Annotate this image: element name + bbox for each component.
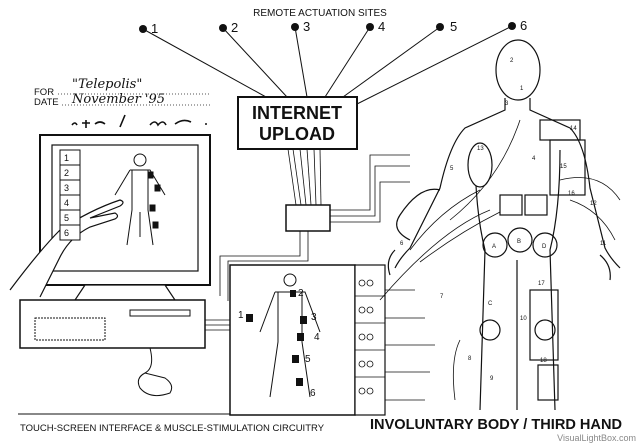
site-label-4: 4 xyxy=(378,19,385,34)
body-label-1: 1 xyxy=(520,86,524,92)
body-label-18: 18 xyxy=(540,358,547,364)
body-label-4: 4 xyxy=(532,156,536,162)
site-label-5: 5 xyxy=(450,19,457,34)
screen-body-figure xyxy=(114,153,166,246)
screen-item-1[interactable]: 1 xyxy=(64,153,69,163)
modem-box xyxy=(285,204,331,232)
panel-number-1: 1 xyxy=(238,310,244,321)
body-labels: 1 2 3 4 5 6 7 8 9 10 11 12 13 14 15 16 1… xyxy=(400,58,607,382)
body-label-b: B xyxy=(517,239,521,245)
upload-line-2: UPLOAD xyxy=(259,124,335,144)
screen-item-3[interactable]: 3 xyxy=(64,183,69,193)
site-dot-5 xyxy=(436,23,444,31)
keyboard-grid xyxy=(34,317,106,341)
screen-item-2[interactable]: 2 xyxy=(64,168,69,178)
watermark: VisualLightBox.com xyxy=(557,433,636,443)
site-markers: 1 2 3 4 5 6 xyxy=(139,18,527,36)
body-label-c: C xyxy=(488,301,493,307)
date-label: DATE xyxy=(34,97,59,108)
body-label-13: 13 xyxy=(477,146,484,152)
body-label-5: 5 xyxy=(450,166,454,172)
panel-number-6: 6 xyxy=(310,388,316,399)
caption-right: INVOLUNTARY BODY / THIRD HAND xyxy=(370,416,622,433)
touch-screen-monitor: 1 2 3 4 5 6 xyxy=(9,134,232,397)
body-label-d: D xyxy=(542,244,547,250)
screen-item-4[interactable]: 4 xyxy=(64,198,69,208)
upload-line-1: INTERNET xyxy=(252,103,342,123)
site-connection-lines xyxy=(142,25,513,105)
panel-number-3: 3 xyxy=(311,312,317,323)
remote-sites-label: REMOTE ACTUATION SITES xyxy=(253,8,387,19)
signature xyxy=(71,114,207,128)
panel-number-5: 5 xyxy=(305,354,311,365)
internet-upload-box: INTERNET UPLOAD xyxy=(237,96,358,150)
screen-item-5[interactable]: 5 xyxy=(64,213,69,223)
body-label-12: 12 xyxy=(590,201,597,207)
for-label: FOR xyxy=(34,87,54,98)
body-label-11: 11 xyxy=(600,241,607,247)
date-value: November '95 xyxy=(71,92,165,107)
upload-wires xyxy=(287,148,322,206)
body-label-9: 9 xyxy=(490,376,494,382)
body-label-10: 10 xyxy=(520,316,527,322)
screen-item-6[interactable]: 6 xyxy=(64,228,69,238)
panel-number-4: 4 xyxy=(314,332,320,343)
circuit-outputs xyxy=(355,279,435,401)
pointing-hand xyxy=(9,199,124,298)
site-label-3: 3 xyxy=(303,19,310,34)
involuntary-body-figure xyxy=(379,39,621,411)
body-label-6: 6 xyxy=(400,241,404,247)
body-label-8: 8 xyxy=(468,356,472,362)
mouse-icon xyxy=(137,347,173,397)
body-label-17: 17 xyxy=(538,281,545,287)
for-value: "Telepolis" xyxy=(72,77,142,92)
panel-number-2: 2 xyxy=(298,288,304,299)
body-label-3: 3 xyxy=(505,101,509,107)
site-dot-6 xyxy=(508,22,516,30)
body-label-14: 14 xyxy=(570,126,577,132)
disk-slot xyxy=(129,309,191,317)
site-dot-2 xyxy=(219,24,227,32)
site-dot-4 xyxy=(366,23,374,31)
form-block: FOR "Telepolis" DATE November '95 xyxy=(34,77,210,128)
body-label-2: 2 xyxy=(510,58,514,64)
monitor-stand xyxy=(73,284,177,301)
screen-list: 1 2 3 4 5 6 xyxy=(59,149,81,241)
site-dot-3 xyxy=(291,23,299,31)
body-label-15: 15 xyxy=(560,164,567,170)
modem-wires xyxy=(219,154,410,301)
body-label-16: 16 xyxy=(568,191,575,197)
muscle-stimulation-panel: 2 1 3 4 5 6 xyxy=(229,264,435,416)
site-dot-1 xyxy=(139,25,147,33)
body-label-a: A xyxy=(492,244,496,250)
site-label-6: 6 xyxy=(520,18,527,33)
body-label-7: 7 xyxy=(440,294,444,300)
site-label-2: 2 xyxy=(231,20,238,35)
caption-left: TOUCH-SCREEN INTERFACE & MUSCLE-STIMULAT… xyxy=(20,423,325,434)
site-label-1: 1 xyxy=(151,21,158,36)
